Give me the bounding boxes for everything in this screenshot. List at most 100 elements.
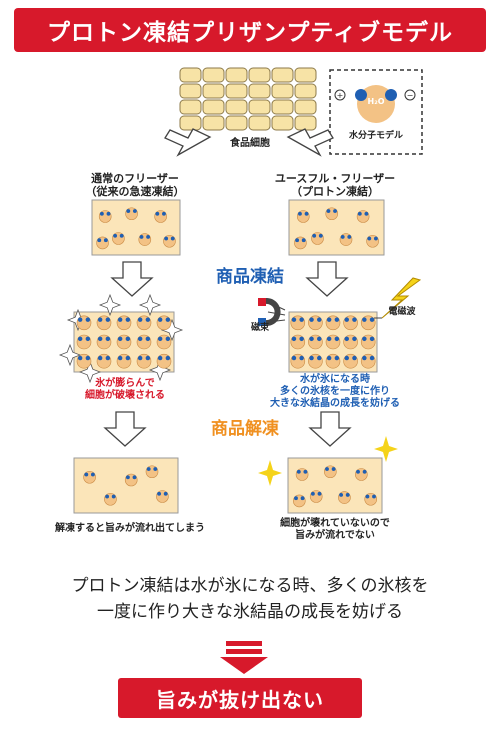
right-initial-cells <box>294 207 379 250</box>
food-cell-grid <box>179 67 317 131</box>
result-banner: 旨みが抜け出ない <box>118 678 362 718</box>
cell-dot <box>137 317 143 322</box>
cell-dot <box>312 233 317 238</box>
water-molecule-box <box>329 69 423 155</box>
cell-dot <box>325 467 329 471</box>
food-cell <box>271 99 294 115</box>
cell-dot <box>326 336 332 342</box>
right-freeze-note-2: 多くの氷核を一度に作り <box>280 386 390 397</box>
cell-dot <box>365 494 370 499</box>
cell-dot <box>106 211 111 216</box>
food-cell <box>202 115 225 131</box>
food-cell <box>294 83 317 99</box>
right-heading-2: （プロトン凍結） <box>291 185 379 198</box>
cell-dot <box>132 209 137 213</box>
food-cell <box>225 67 248 83</box>
cell-dot <box>301 238 306 243</box>
food-cell <box>225 99 248 115</box>
cell-dot <box>291 355 297 361</box>
cell-dot <box>309 355 314 361</box>
cell-dot <box>146 234 151 239</box>
cell-dot <box>132 475 137 480</box>
right-diagonal-arrow <box>286 128 334 157</box>
cell-dot <box>326 209 331 213</box>
cell-dot <box>326 355 332 361</box>
cell-dot <box>340 234 345 239</box>
left-thaw-note: 解凍すると旨みが流れ出てしまう <box>55 523 205 534</box>
left-thawed-box <box>73 457 179 514</box>
result-down-arrow <box>220 641 268 674</box>
cell-dot <box>317 355 322 361</box>
magnetic-label: 磁束 <box>250 323 269 333</box>
cell-dot <box>362 355 367 361</box>
cell-dot <box>300 496 305 501</box>
food-cell <box>248 67 271 83</box>
cell-dot <box>85 355 91 361</box>
food-cell <box>248 99 271 115</box>
cell-dot <box>310 491 315 496</box>
right-down-arrow-2 <box>308 411 352 447</box>
cell-dot <box>357 211 362 216</box>
right-thaw-note-1: 細胞が壊れていないので <box>280 518 390 529</box>
food-cell <box>225 83 248 99</box>
cell-dot <box>145 317 151 322</box>
food-cell-label: 食品細胞 <box>230 138 270 149</box>
svg-text:+: + <box>337 91 344 100</box>
ice-crystal <box>78 360 102 384</box>
cell-dot <box>126 209 131 213</box>
cell-dot <box>352 317 357 322</box>
left-down-arrow-2 <box>103 411 147 447</box>
cell-dot <box>105 317 111 322</box>
food-cell <box>294 115 317 131</box>
cell-dot <box>369 317 375 322</box>
cell-dot <box>309 336 314 342</box>
cell-dot <box>344 355 349 361</box>
cell-dot <box>105 355 111 361</box>
ice-crystal <box>58 343 82 367</box>
cell-dot <box>347 234 352 239</box>
right-freeze-note-1: 水が氷になる時 <box>300 374 370 385</box>
food-cell <box>179 115 202 131</box>
food-cell <box>294 67 317 83</box>
cell-dot <box>97 336 103 342</box>
left-freeze-note-2: 細胞が破壊される <box>85 390 165 401</box>
cell-dot <box>294 496 298 501</box>
water-molecule-icon: + − <box>334 85 416 123</box>
cell-dot <box>145 355 151 361</box>
food-cell <box>202 67 225 83</box>
cell-dot <box>291 317 297 322</box>
cell-dot <box>334 317 340 322</box>
cell-dot <box>369 355 375 361</box>
left-down-arrow-1 <box>110 261 154 297</box>
right-thawed-cells <box>292 465 378 508</box>
cell-dot <box>84 472 89 477</box>
cell-dot <box>125 355 131 361</box>
cell-dot <box>309 317 314 322</box>
cell-dot <box>339 492 344 497</box>
food-cell <box>179 83 202 99</box>
cell-dot <box>77 355 83 361</box>
right-freeze-note-3: 大きな氷結晶の成長を妨げる <box>270 398 400 409</box>
cell-dot <box>153 467 158 471</box>
left-initial-cells <box>96 207 176 250</box>
food-cell <box>179 67 202 83</box>
ice-crystal <box>160 318 184 342</box>
cell-dot <box>163 491 168 496</box>
food-cell <box>271 67 294 83</box>
cell-dot <box>77 317 83 322</box>
ice-crystal <box>138 293 162 317</box>
right-heading-1: ユースフル・フリーザー <box>274 172 396 185</box>
cell-dot <box>119 233 124 238</box>
right-thaw-note-2: 旨みが流れでない <box>295 530 375 541</box>
cell-dot <box>298 211 302 216</box>
cell-dot <box>303 469 308 474</box>
cell-dot <box>125 475 130 480</box>
cell-dot <box>362 469 367 474</box>
ice-crystal <box>98 293 122 317</box>
food-cell <box>248 115 271 131</box>
lightning-icon <box>374 277 422 319</box>
sparkle-icon <box>258 436 398 486</box>
em-label: 電磁波 <box>388 307 416 317</box>
left-heading-1: 通常のフリーザー <box>91 172 179 185</box>
cell-dot <box>117 355 123 361</box>
